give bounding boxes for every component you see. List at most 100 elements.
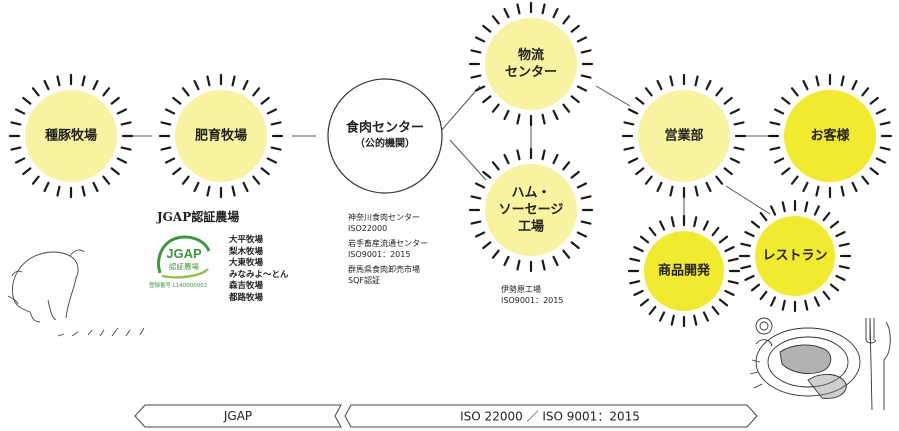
node-ray bbox=[541, 259, 546, 271]
factory-cert: 伊勢原工場 ISO9001：2015 bbox=[501, 284, 563, 306]
node-ray bbox=[659, 220, 666, 231]
node-ray bbox=[110, 96, 120, 105]
node-ray bbox=[541, 113, 546, 125]
node-circle bbox=[784, 90, 876, 182]
node-ray bbox=[242, 181, 249, 193]
node-ray bbox=[802, 79, 809, 91]
node-ray bbox=[116, 157, 128, 164]
bottom-bar-jgap bbox=[134, 404, 342, 428]
node-label-fattening: 肥育牧場 bbox=[194, 128, 248, 144]
node-ray bbox=[474, 231, 486, 238]
node-ray bbox=[503, 7, 510, 19]
node-circle bbox=[644, 231, 724, 311]
connector-meat-factory bbox=[449, 139, 487, 181]
node-ray bbox=[770, 296, 777, 307]
node-ray bbox=[648, 226, 657, 237]
node-label-restaurant: レストラン bbox=[762, 248, 828, 264]
connector-lines bbox=[132, 85, 771, 216]
node-ray bbox=[541, 3, 546, 15]
node-ray bbox=[659, 311, 666, 322]
node-ray bbox=[270, 121, 282, 126]
node-circle bbox=[485, 18, 577, 110]
meat-cert-1-standard: ISO22000 bbox=[348, 224, 388, 233]
node-ray bbox=[516, 3, 521, 15]
node-ray bbox=[851, 181, 858, 193]
node-ray bbox=[723, 167, 733, 176]
node-ray bbox=[552, 153, 559, 165]
node-ray bbox=[14, 157, 26, 164]
node-fattening bbox=[158, 73, 284, 199]
node-ray bbox=[92, 181, 99, 193]
node-ray bbox=[580, 220, 592, 225]
farm-item: 森吉牧場 bbox=[229, 281, 264, 291]
jgap-logo-subtext: 認証農場 bbox=[169, 261, 199, 271]
node-ray bbox=[759, 211, 768, 222]
node-ray bbox=[838, 265, 850, 270]
node-ray bbox=[266, 157, 278, 164]
node-ray bbox=[580, 74, 592, 79]
node-ray bbox=[693, 314, 698, 326]
node-ray bbox=[727, 280, 739, 285]
node-ray bbox=[10, 121, 22, 126]
node-ray bbox=[875, 157, 887, 164]
node-sales bbox=[621, 73, 747, 199]
node-ray bbox=[43, 181, 50, 193]
node-ray bbox=[744, 274, 755, 281]
node-ray bbox=[648, 305, 657, 316]
node-ray bbox=[576, 182, 588, 189]
node-ray bbox=[102, 175, 111, 185]
farm-item: みなみよ～とん bbox=[229, 269, 289, 280]
node-ray bbox=[14, 108, 26, 115]
node-ray bbox=[206, 75, 211, 87]
jgap-farm-list: 大平牧場 梨木牧場 大東牧場 みなみよ～とん 森吉牧場 都路牧場 bbox=[229, 235, 289, 304]
node-ray bbox=[31, 175, 40, 185]
node-ray bbox=[790, 87, 799, 97]
node-ray bbox=[516, 259, 521, 271]
node-ray bbox=[879, 121, 891, 126]
node-ray bbox=[470, 74, 482, 79]
node-ray bbox=[711, 305, 720, 316]
node-ray bbox=[724, 289, 735, 296]
node-ray bbox=[193, 79, 200, 91]
node-ray bbox=[879, 146, 891, 151]
node-ray bbox=[474, 85, 486, 92]
node-ray bbox=[729, 157, 741, 164]
node-ray bbox=[718, 298, 729, 307]
node-ray bbox=[160, 146, 172, 151]
node-ray bbox=[491, 161, 500, 171]
node-ray bbox=[160, 121, 172, 126]
node-ray bbox=[470, 49, 482, 54]
bottom-bar-jgap-label: JGAP bbox=[223, 409, 253, 423]
meat-cert-3-name: 群馬県食肉卸売市場 bbox=[348, 265, 420, 274]
node-ray bbox=[656, 181, 663, 193]
meat-cert-2-name: 岩手畜産流通センター bbox=[348, 239, 428, 248]
node-ray bbox=[711, 226, 720, 237]
node-meat-center bbox=[327, 78, 443, 194]
node-ray bbox=[110, 167, 120, 176]
node-ray bbox=[670, 216, 675, 228]
node-ray bbox=[727, 257, 739, 262]
node-ray bbox=[491, 249, 500, 259]
farm-item: 大東牧場 bbox=[229, 258, 264, 268]
node-ray bbox=[861, 175, 870, 185]
node-ray bbox=[781, 299, 786, 311]
node-ray bbox=[822, 290, 831, 301]
node-ray bbox=[56, 75, 61, 87]
node-ray bbox=[629, 280, 641, 285]
node-ray bbox=[570, 95, 580, 104]
node-ray bbox=[733, 121, 745, 126]
node-ray bbox=[802, 181, 809, 193]
jgap-logo-text: JGAP bbox=[166, 246, 202, 261]
node-ray bbox=[181, 175, 190, 185]
node-ray bbox=[693, 216, 698, 228]
node-ray bbox=[744, 231, 755, 238]
connector-sales-restaurant bbox=[725, 185, 771, 215]
node-ray bbox=[723, 96, 733, 105]
node-ray bbox=[804, 201, 809, 213]
pig-illustration bbox=[7, 249, 145, 337]
node-ray bbox=[474, 36, 486, 43]
node-ray bbox=[835, 231, 846, 238]
node-ray bbox=[815, 75, 820, 87]
node-ray bbox=[474, 182, 486, 189]
node-ray bbox=[503, 255, 510, 267]
